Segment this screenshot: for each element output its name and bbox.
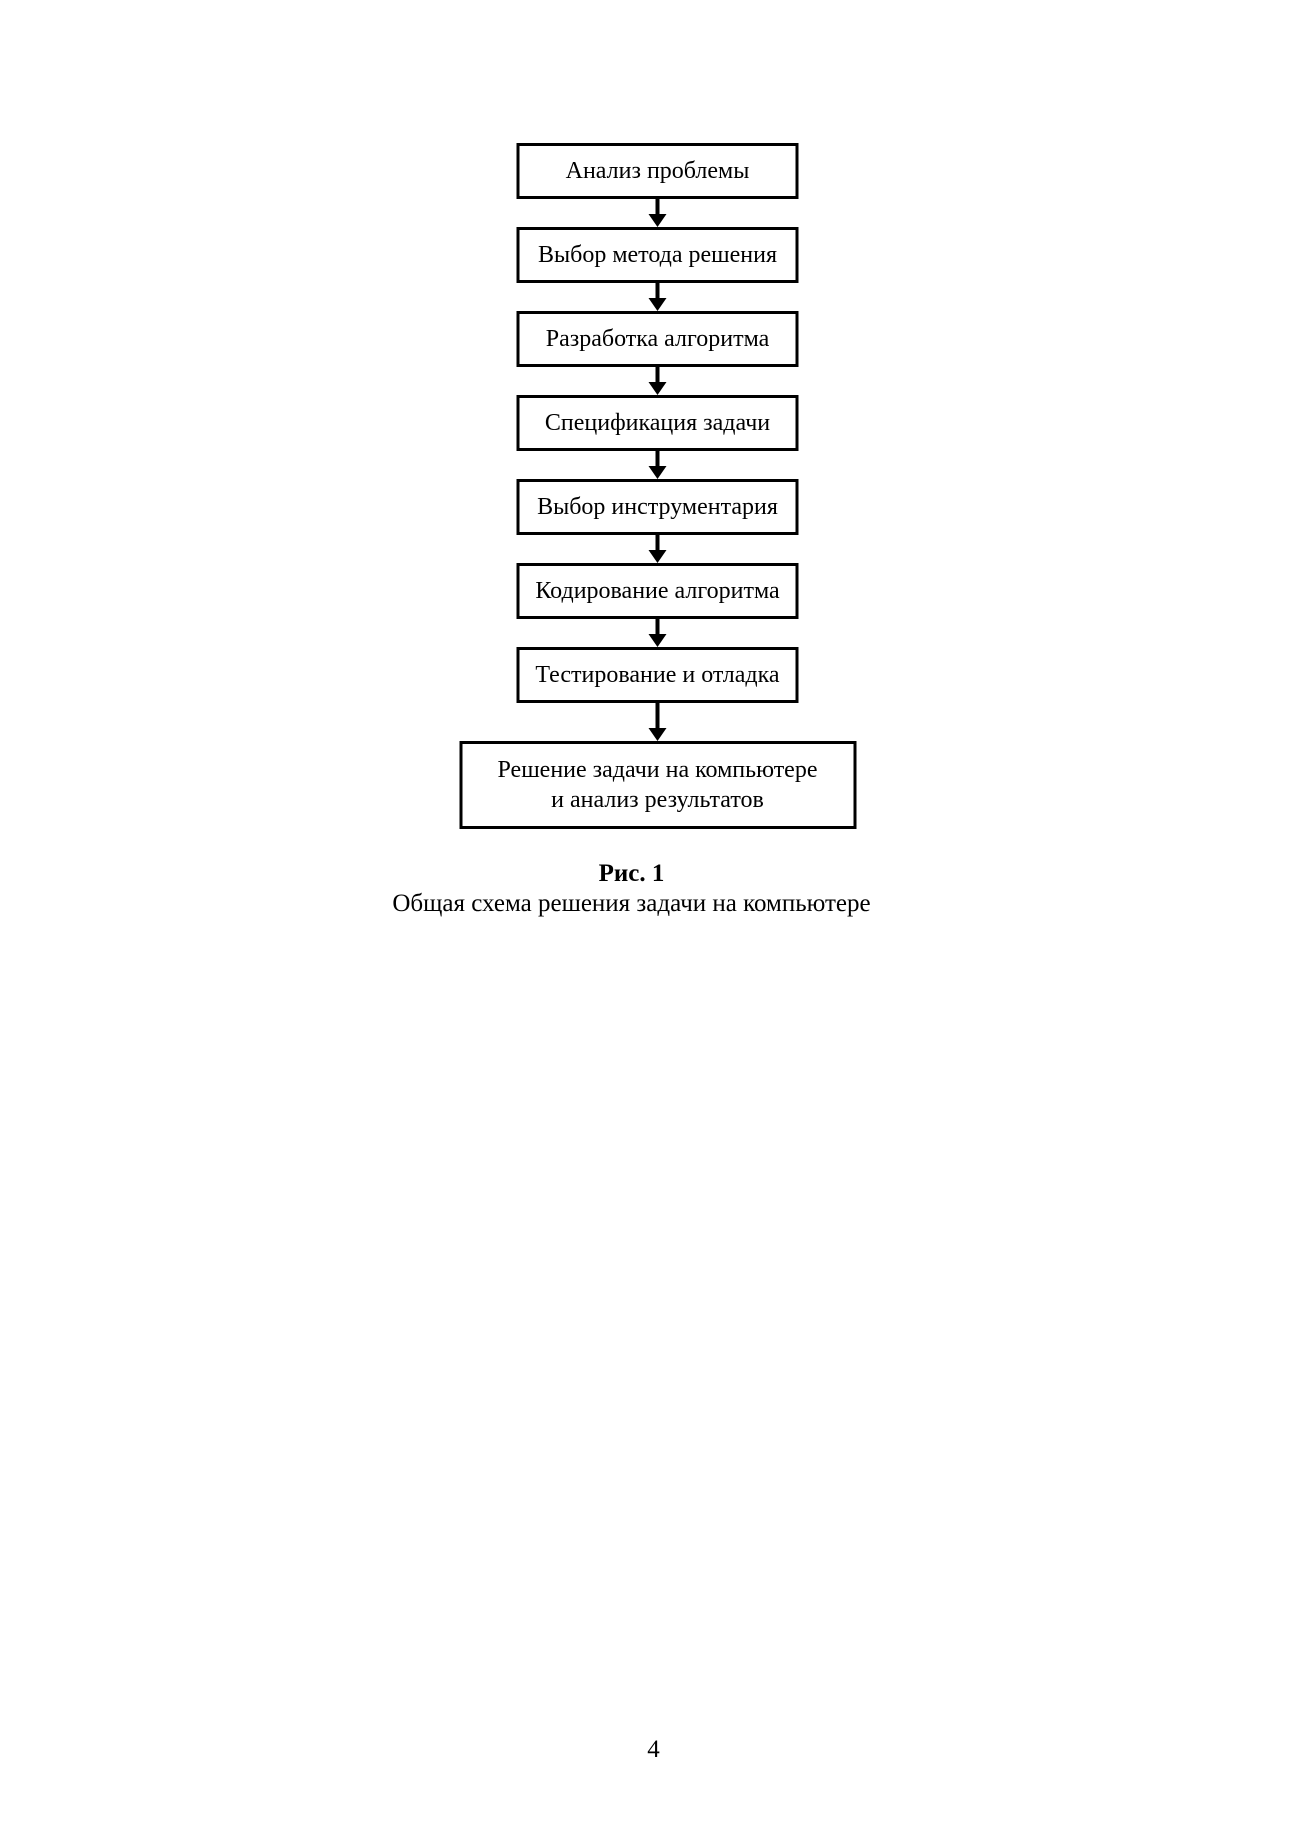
flowchart-step-label: Разработка алгоритма — [545, 326, 770, 352]
arrow-shaft — [655, 199, 660, 214]
figure-caption-label: Рис. 1 — [598, 860, 665, 887]
arrow-head — [648, 634, 667, 647]
flowchart-step-testing-debugging: Тестирование и отладка — [516, 647, 799, 703]
flowchart-step-label: и анализ результатов — [551, 787, 764, 813]
down-arrow-icon — [648, 283, 667, 311]
flowchart-step-label: Тестирование и отладка — [535, 662, 780, 688]
flowchart-step-label: Спецификация задачи — [544, 410, 771, 436]
flowchart-step-computer-solution-and-analysis: Решение задачи на компьютере и анализ рез… — [459, 741, 856, 829]
arrow-shaft — [655, 367, 660, 382]
arrow-shaft — [655, 703, 660, 728]
arrow-shaft — [655, 619, 660, 634]
flowchart-step-label: Анализ проблемы — [565, 158, 750, 184]
arrow-head — [648, 298, 667, 311]
figure-caption-title: Общая схема решения задачи на компьютере — [392, 890, 871, 917]
flowchart-step-label: Выбор метода решения — [537, 242, 778, 268]
flowchart-step-problem-analysis: Анализ проблемы — [516, 143, 799, 199]
arrow-head — [648, 728, 667, 741]
down-arrow-icon — [648, 619, 667, 647]
flowchart-step-algorithm-coding: Кодирование алгоритма — [516, 563, 799, 619]
arrow-shaft — [655, 451, 660, 466]
down-arrow-icon — [648, 199, 667, 227]
arrow-shaft — [655, 535, 660, 550]
arrow-shaft — [655, 283, 660, 298]
flowchart-step-method-selection: Выбор метода решения — [516, 227, 799, 283]
flowchart-step-label: Решение задачи на компьютере — [497, 757, 818, 783]
down-arrow-icon — [648, 367, 667, 395]
flowchart-step-task-specification: Спецификация задачи — [516, 395, 799, 451]
arrow-head — [648, 550, 667, 563]
arrow-head — [648, 466, 667, 479]
down-arrow-icon — [648, 535, 667, 563]
flowchart-step-algorithm-development: Разработка алгоритма — [516, 311, 799, 367]
page-number: 4 — [647, 1736, 660, 1763]
figure-caption: Рис. 1 Общая схема решения задачи на ком… — [0, 859, 1285, 919]
arrow-head — [648, 214, 667, 227]
flowchart-step-tools-selection: Выбор инструментария — [516, 479, 799, 535]
down-arrow-icon — [648, 703, 667, 741]
arrow-head — [648, 382, 667, 395]
flowchart-step-label: Кодирование алгоритма — [535, 578, 780, 604]
flowchart-step-label: Выбор инструментария — [537, 494, 778, 520]
down-arrow-icon — [648, 451, 667, 479]
